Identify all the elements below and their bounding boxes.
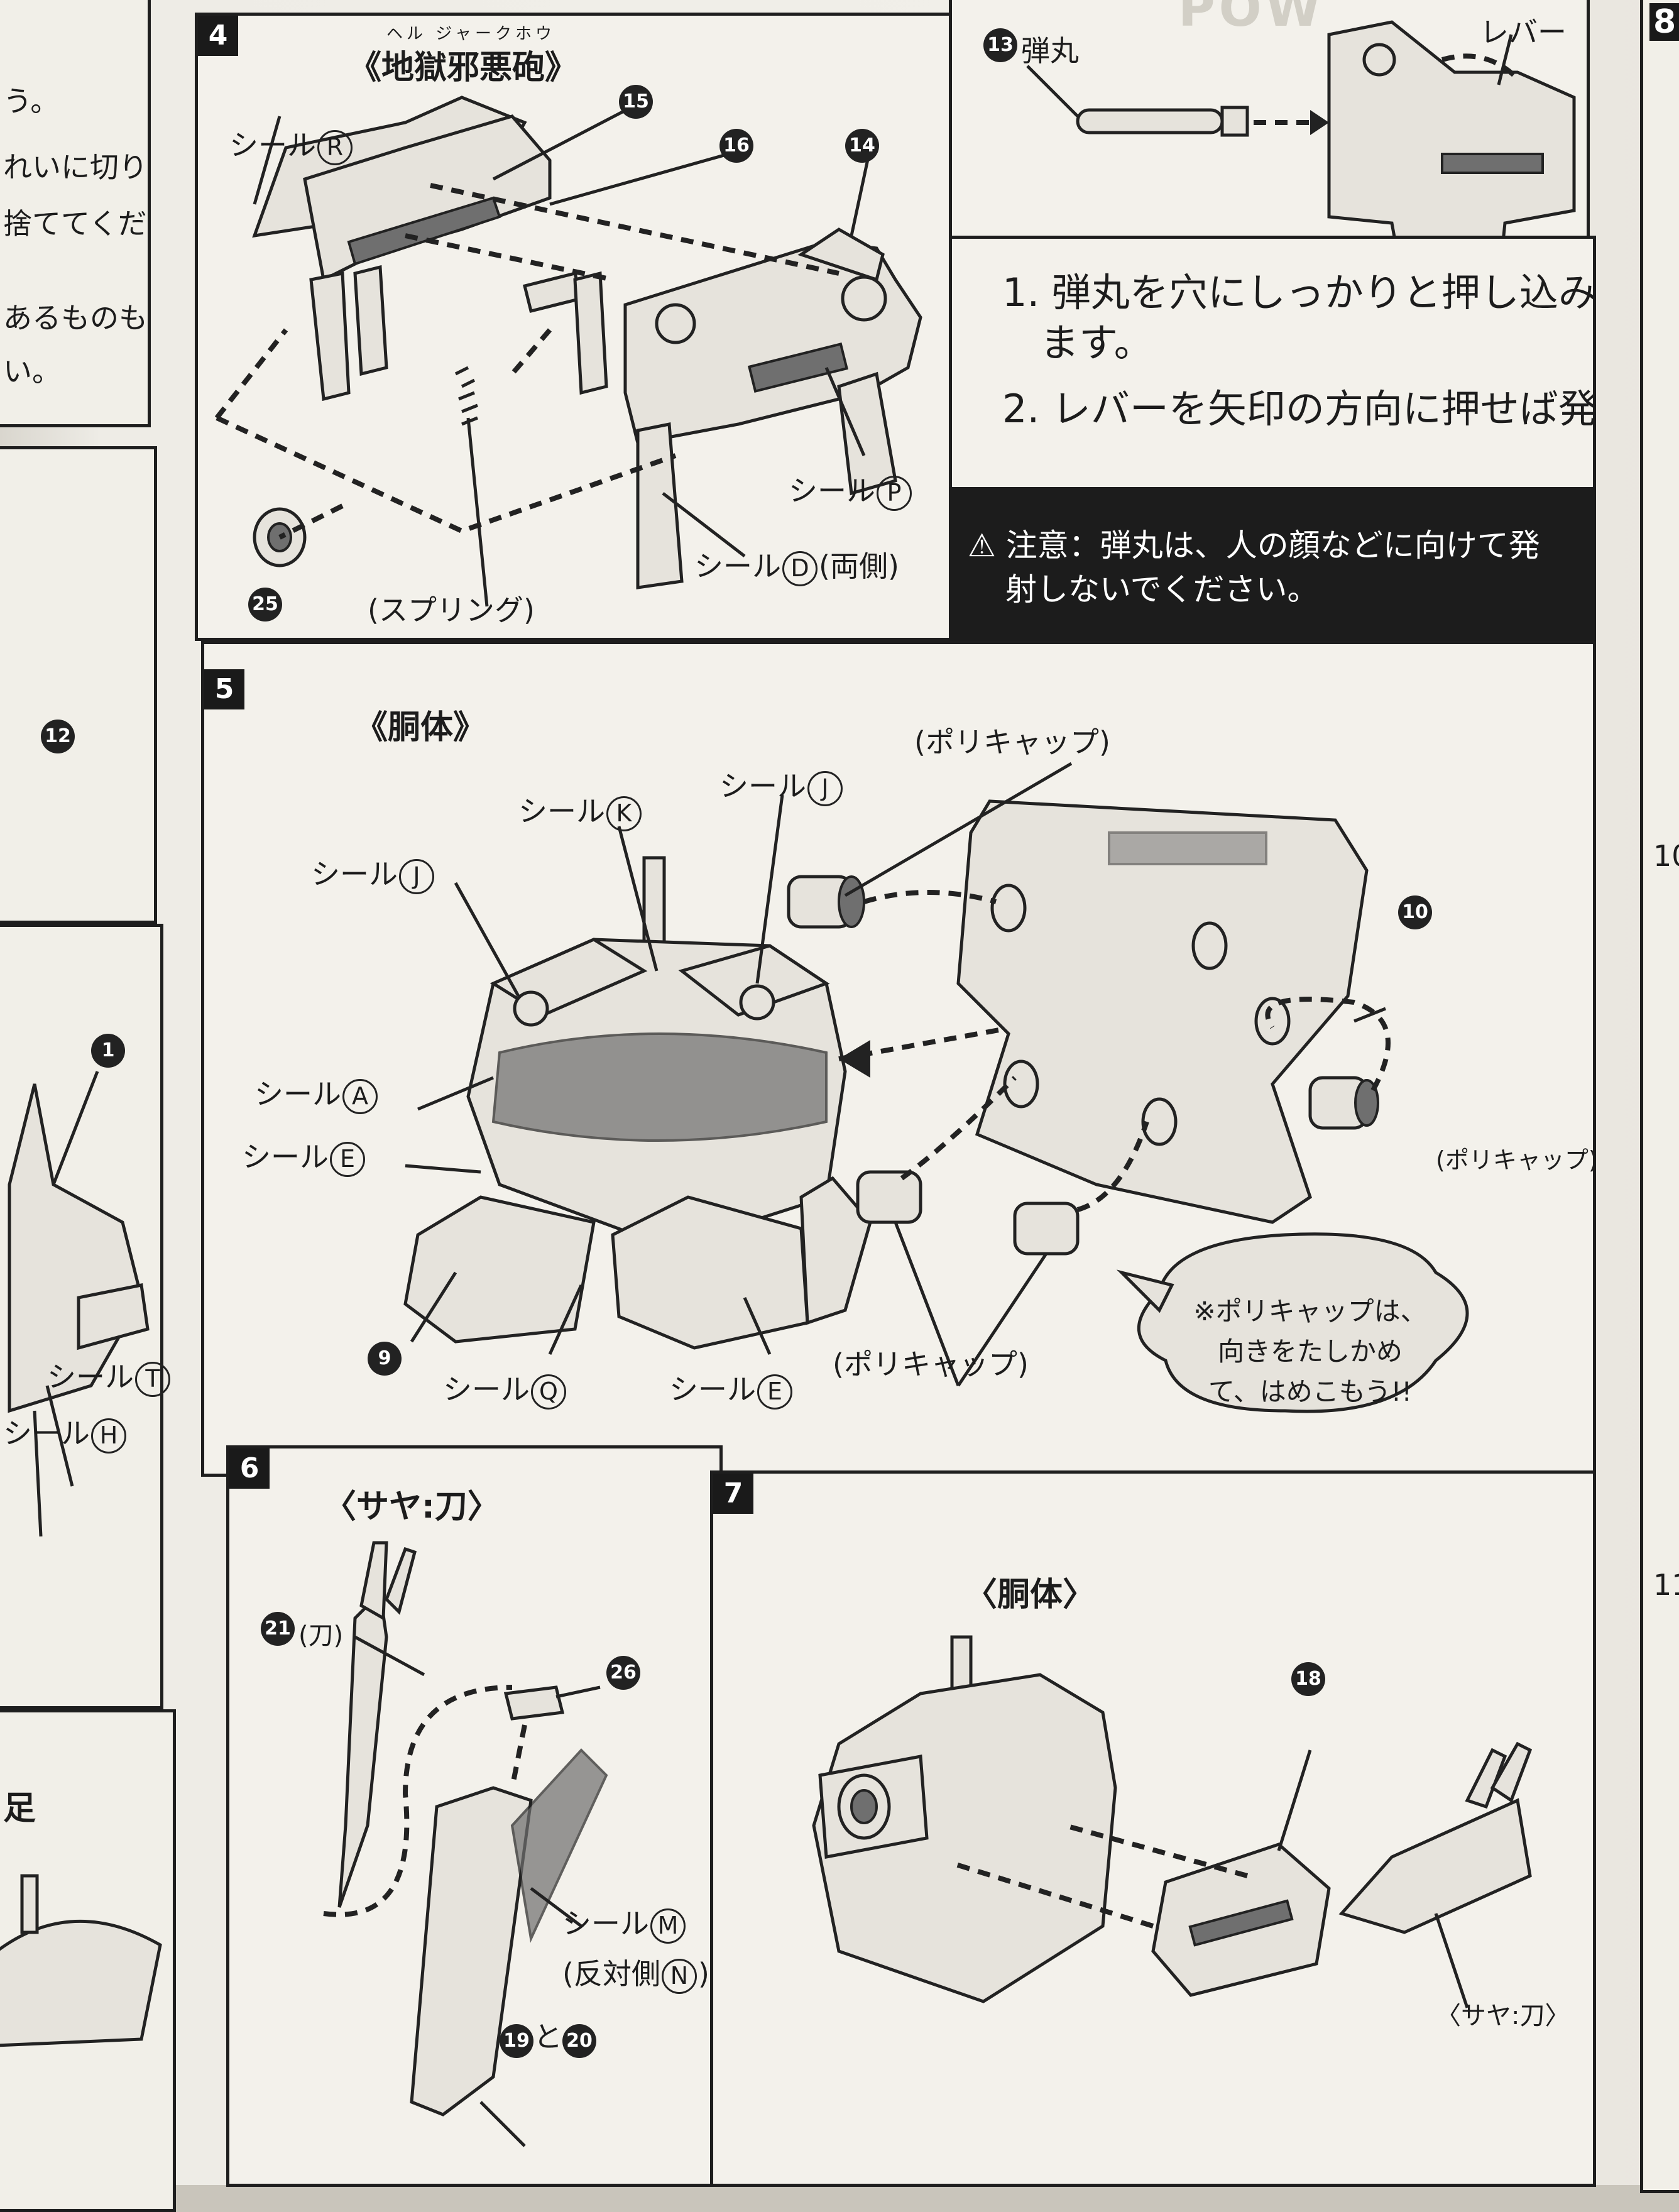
polycap-tip-bubble: ※ポリキャップは、 向きをたしかめ て、はめこもう!! [1184, 1291, 1436, 1412]
safety-warning: ⚠ 注意：弾丸は、人の顔などに向けて発 射しないでください。 [949, 487, 1596, 644]
lever-label: レバー [1480, 15, 1567, 49]
step-4-title: 《地獄邪悪砲》 [349, 49, 578, 87]
bubble-line-1: ※ポリキャップは、 [1193, 1296, 1427, 1327]
part-18-marker: 18 [1291, 1662, 1325, 1696]
step-6-title: 〈サヤ:刀〉 [324, 1488, 500, 1526]
left-page-strip-top: う。 れいに切り 捨ててくだ あるものも い。 [0, 0, 151, 427]
step-5-panel: 5 《胴体》 [201, 641, 1598, 1477]
step-4-ruby: ヘル ジャークホウ [386, 25, 555, 43]
left-text-1: う。 [3, 84, 60, 118]
polycap-bottom-label: (ポリキャップ) [833, 1347, 1029, 1381]
part-26-marker: 26 [606, 1656, 640, 1690]
right-page-strip: 8 10 11 [1640, 0, 1679, 2193]
step-4-number: 4 [198, 16, 238, 56]
instruction-1b: ます。 [1040, 320, 1153, 366]
pow-sound-effect: POW [1178, 0, 1325, 38]
part-1-marker: 1 [91, 1034, 125, 1068]
polycap-right-label: (ポリキャップ) [1436, 1146, 1598, 1174]
polycap-top-label: (ポリキャップ) [914, 725, 1110, 759]
part-13-marker: 13 [983, 28, 1017, 62]
step-5-title: 《胴体》 [355, 709, 486, 747]
part-15-marker: 15 [619, 85, 653, 119]
firing-drawing [1026, 20, 1576, 294]
left-text-5: い。 [3, 354, 61, 388]
saya-label: 〈サヤ:刀〉 [1436, 2001, 1570, 2030]
left-page-strip-bottom: 足 [0, 1709, 176, 2212]
step-7-title: 〈胴体〉 [965, 1576, 1096, 1614]
leg-title: 足 [3, 1790, 36, 1827]
left-page-strip-mid: 12 [0, 446, 157, 924]
right-step-11: 11 [1653, 1568, 1679, 1602]
part-25-marker: 25 [248, 588, 282, 621]
part-9-marker: 9 [368, 1342, 402, 1376]
part-16-marker: 16 [719, 129, 753, 163]
instruction-1a: 1. 弾丸を穴にしっかりと押し込み [1002, 270, 1597, 315]
instruction-2: 2. レバーを矢印の方向に押せば発 [1002, 386, 1597, 432]
sword-sheath-drawing [323, 1541, 608, 2147]
katana-label: (刀) [298, 1621, 344, 1650]
left-text-3: 捨ててくだ [3, 207, 147, 241]
part-10-marker: 10 [1398, 895, 1432, 929]
torso-assembly-drawing [403, 762, 1469, 1413]
left-robot-drawing [8, 1071, 150, 1537]
left-text-2: れいに切り [3, 150, 148, 184]
warning-line-2: 射しないでください。 [1005, 571, 1319, 608]
left-leg-drawing [0, 1874, 162, 2047]
sheath-to-torso-drawing [812, 1635, 1533, 2008]
cannon-assembly-drawing [214, 96, 922, 607]
part-12-marker: 12 [41, 720, 75, 753]
part-14-marker: 14 [845, 129, 879, 163]
step-7-number: 7 [713, 1474, 753, 1514]
bubble-line-2: 向きをたしかめ [1217, 1336, 1403, 1367]
step-6-number: 6 [229, 1448, 270, 1489]
bullet-label: 弾丸 [1021, 34, 1079, 68]
spring-label: (スプリング) [368, 593, 535, 627]
step-5-number: 5 [204, 669, 244, 709]
left-text-4: あるものも [3, 301, 148, 335]
step-7-panel: 7 〈胴体〉 18 〈サヤ:刀〉 [710, 1470, 1596, 2187]
part-21-marker: 21 [261, 1612, 295, 1646]
right-step-8: 8 [1649, 3, 1679, 41]
step-4b-firing-panel: POW 13 弾丸 レバー 1. 弾丸を穴にしっかりと押し込み ます。 2. レ… [949, 0, 1597, 644]
warning-line-1: ⚠ 注意：弾丸は、人の顔などに向けて発 [968, 527, 1540, 564]
right-step-10: 10 [1653, 839, 1679, 873]
bubble-line-3: て、はめこもう!! [1208, 1376, 1413, 1407]
